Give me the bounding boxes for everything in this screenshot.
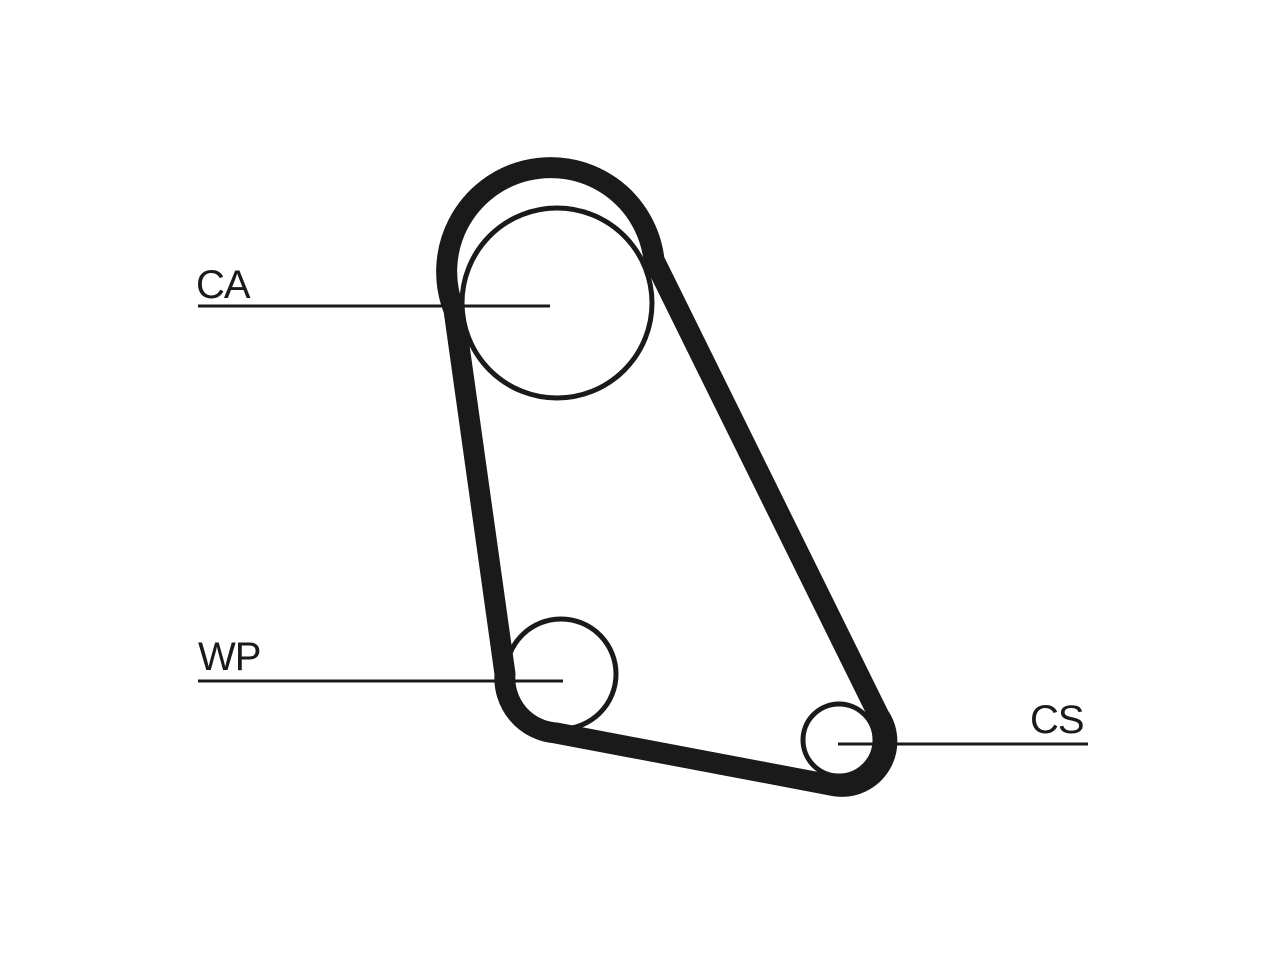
water-pump-label: WP [198,635,260,679]
crankshaft-label: CS [1030,698,1084,742]
timing-belt [436,157,898,797]
camshaft-label: CA [196,263,251,307]
camshaft-pulley [459,205,655,401]
crankshaft-pulley [800,701,878,779]
water-pump-pulley [503,616,619,732]
